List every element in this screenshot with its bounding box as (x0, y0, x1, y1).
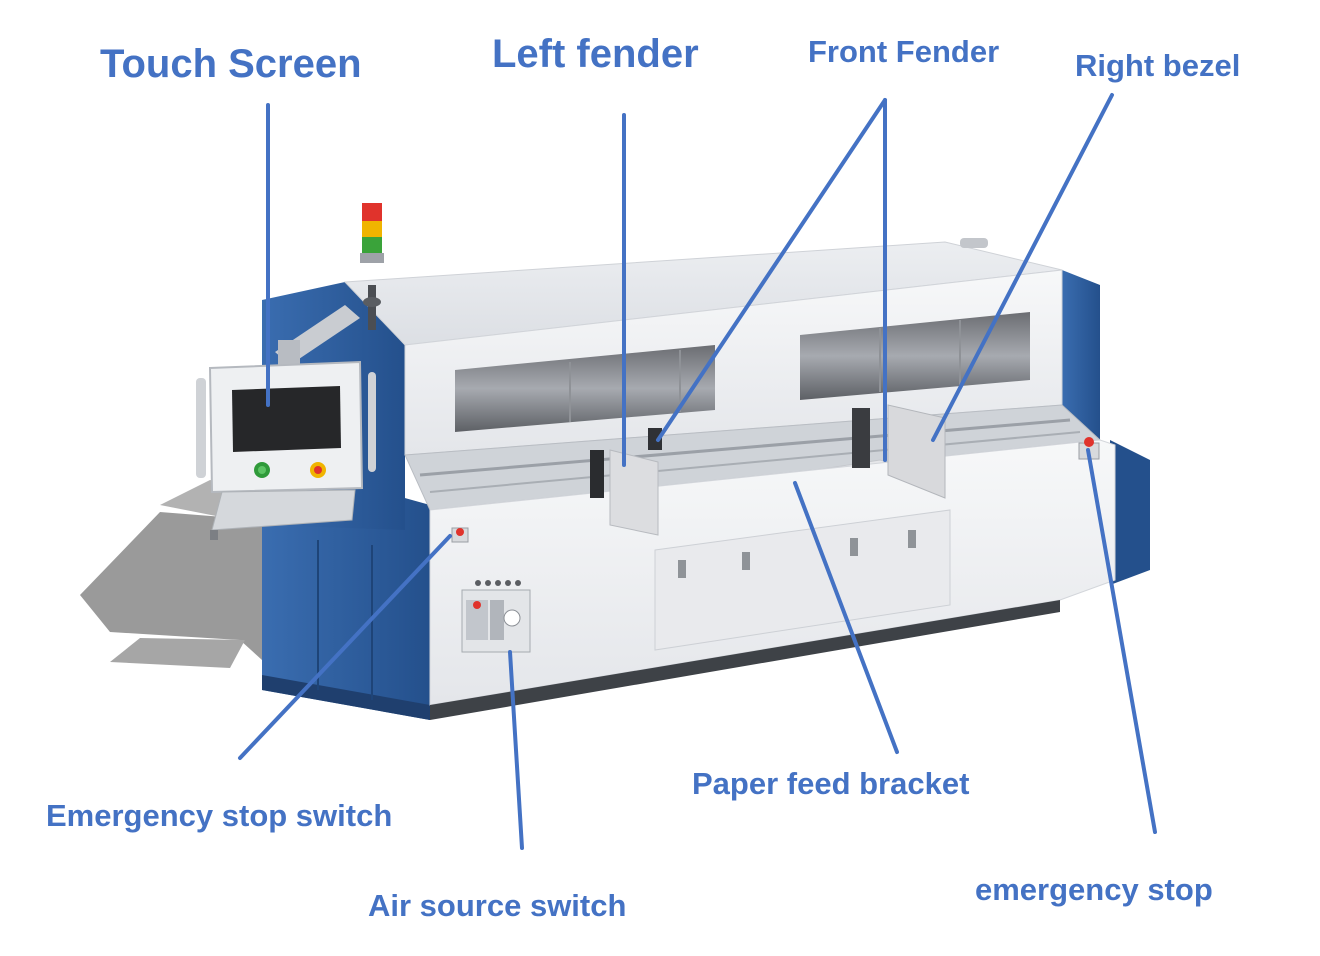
front-fender-plate (648, 408, 870, 468)
touch-screen-panel (196, 360, 376, 540)
touch-screen-label: Touch Screen (100, 42, 362, 86)
leader-emergency-stop (1086, 448, 1157, 834)
leader-air-source-switch (508, 650, 524, 850)
emergency-stop-switch (451, 527, 469, 543)
emergency-stop-label: emergency stop (975, 872, 1213, 907)
leader-front-fender-a (656, 98, 887, 442)
leader-paper-feed-bracket (793, 481, 899, 754)
leader-right-bezel (931, 93, 1114, 442)
left-fender-label: Left fender (492, 32, 699, 76)
leader-emergency-stop-switch (238, 534, 452, 760)
emergency-stop-switch-label: Emergency stop switch (46, 798, 393, 833)
right-blue-side (1062, 270, 1150, 585)
leader-lines (238, 93, 1157, 850)
right-bezel-label: Right bezel (1075, 48, 1241, 83)
air-source-switch-label: Air source switch (368, 888, 627, 923)
front-fender-label: Front Fender (808, 34, 1000, 69)
air-source-panel (461, 580, 531, 653)
right-bezel-plate (887, 404, 946, 499)
bracket-clamps (678, 530, 916, 578)
paper-feed-bracket-label: Paper feed bracket (692, 766, 970, 801)
left-blue-body (262, 480, 430, 720)
left-fender-plate (590, 449, 659, 536)
lower-front-body (429, 439, 1116, 720)
signal-tower (360, 203, 384, 330)
